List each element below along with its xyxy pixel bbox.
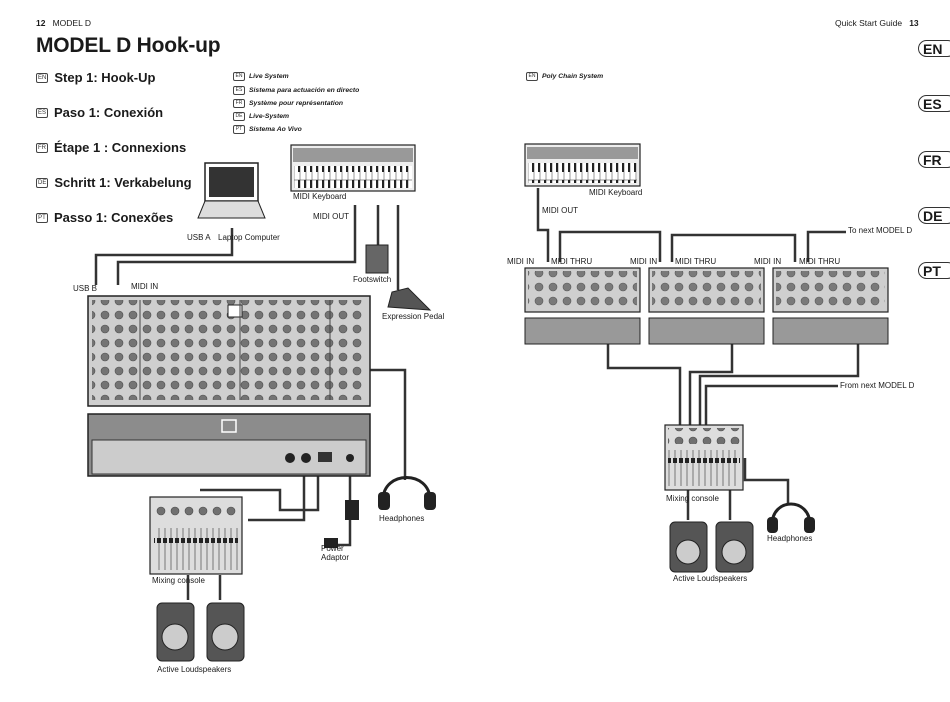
step-text-de: Schritt 1: Verkabelung [54,175,192,190]
label-loudspeakers-right: Active Loudspeakers [673,574,748,583]
live-system-text: Sistema para actuación en directo [249,87,360,94]
label-midi-out-right: MIDI OUT [542,206,578,215]
poly-chain-text: Poly Chain System [542,73,604,80]
mixing-console-icon [149,496,243,575]
headphones-icon [378,476,436,510]
right-page-header: Quick Start Guide 13 [835,18,919,28]
step-text-en: Step 1: Hook-Up [54,70,156,85]
right-midi-keyboard-icon [524,143,641,187]
tab-fr[interactable]: FR [918,151,950,168]
live-system-text: Sistema Ao Vivo [249,126,302,133]
label-expression-pedal: Expression Pedal [382,312,445,321]
right-mixing-console-icon [664,424,744,491]
poly-chain-title: EN Poly Chain System [526,72,603,81]
label-midi-in-2: MIDI IN [630,257,658,266]
label-midi-thru-1: MIDI THRU [551,257,593,266]
step-en: EN Step 1: Hook-Up [36,70,155,85]
left-page-number: 12 [36,18,46,28]
model-d-synth-top [87,295,371,407]
live-system-fr: FR Système pour représentation [233,99,343,108]
label-footswitch: Footswitch [353,275,392,284]
lang-box: DE [233,112,245,121]
lang-box: PT [233,125,245,134]
label-power-1: Power [321,544,344,553]
label-headphones-right: Headphones [767,534,813,543]
label-laptop: Laptop Computer [218,233,280,242]
lang-box-pt: PT [36,212,48,223]
label-from-next: From next MODEL D [840,381,915,390]
step-fr: FR Étape 1 : Connexions [36,140,186,155]
footswitch-icon [365,244,389,274]
model-d-unit-1 [524,267,641,345]
expression-pedal-icon [387,287,432,311]
lang-box-fr: FR [36,142,48,153]
right-page-number: 13 [909,18,919,28]
lang-box-de: DE [36,177,49,188]
label-mixing-console-left: Mixing console [152,576,205,585]
label-midi-in-1: MIDI IN [507,257,535,266]
left-page-header: 12 MODEL D [36,18,91,28]
label-midi-keyboard-right: MIDI Keyboard [589,188,643,197]
tab-en[interactable]: EN [918,40,950,57]
live-system-text: Live System [249,73,289,80]
live-system-es: ES Sistema para actuación en directo [233,86,359,95]
label-to-next: To next MODEL D [848,226,913,235]
lang-box: EN [233,72,245,81]
live-system-de: DE Live-System [233,112,289,121]
loudspeakers-icon [156,602,245,662]
step-text-fr: Étape 1 : Connexions [54,140,187,155]
label-midi-thru-2: MIDI THRU [675,257,717,266]
label-midi-keyboard-left: MIDI Keyboard [293,192,347,201]
label-loudspeakers-left: Active Loudspeakers [157,665,232,674]
right-loudspeakers-icon [669,521,754,573]
step-de: DE Schritt 1: Verkabelung [36,175,192,190]
label-midi-in-3: MIDI IN [754,257,782,266]
live-system-en: EN Live System [233,72,289,81]
model-d-synth-rear [87,413,371,477]
label-midi-in-left: MIDI IN [131,282,159,291]
lang-box: EN [526,72,538,81]
right-header-guide: Quick Start Guide [835,18,903,28]
lang-box: ES [233,86,245,95]
page-title: MODEL D Hook-up [36,34,221,57]
label-power-2: Adaptor [321,553,350,562]
step-es: ES Paso 1: Conexión [36,105,163,120]
tab-pt[interactable]: PT [918,262,950,279]
step-text-pt: Passo 1: Conexões [54,210,174,225]
left-header-model: MODEL D [52,18,91,28]
left-cables [94,205,407,600]
live-system-text: Live-System [249,113,290,120]
lang-box-es: ES [36,107,49,118]
label-headphones-left: Headphones [379,514,425,523]
step-pt: PT Passo 1: Conexões [36,210,173,225]
label-midi-out-left: MIDI OUT [313,212,349,221]
laptop-icon [197,162,266,219]
label-usb-b: USB B [73,284,98,293]
right-cables [536,188,860,520]
right-headphones-icon [767,502,815,533]
label-midi-thru-3: MIDI THRU [799,257,841,266]
tab-es[interactable]: ES [918,95,950,112]
lang-box: FR [233,99,245,108]
step-text-es: Paso 1: Conexión [54,105,164,120]
model-d-unit-2 [648,267,765,345]
live-system-pt: PT Sistema Ao Vivo [233,125,302,134]
midi-keyboard-icon [290,144,416,192]
tab-de[interactable]: DE [918,207,950,224]
model-d-unit-3 [772,267,889,345]
label-usb-a: USB A [187,233,211,242]
live-system-text: Système pour représentation [249,100,344,107]
lang-box-en: EN [36,72,49,83]
power-adaptor-icon [324,500,359,548]
label-mixing-console-right: Mixing console [666,494,719,503]
